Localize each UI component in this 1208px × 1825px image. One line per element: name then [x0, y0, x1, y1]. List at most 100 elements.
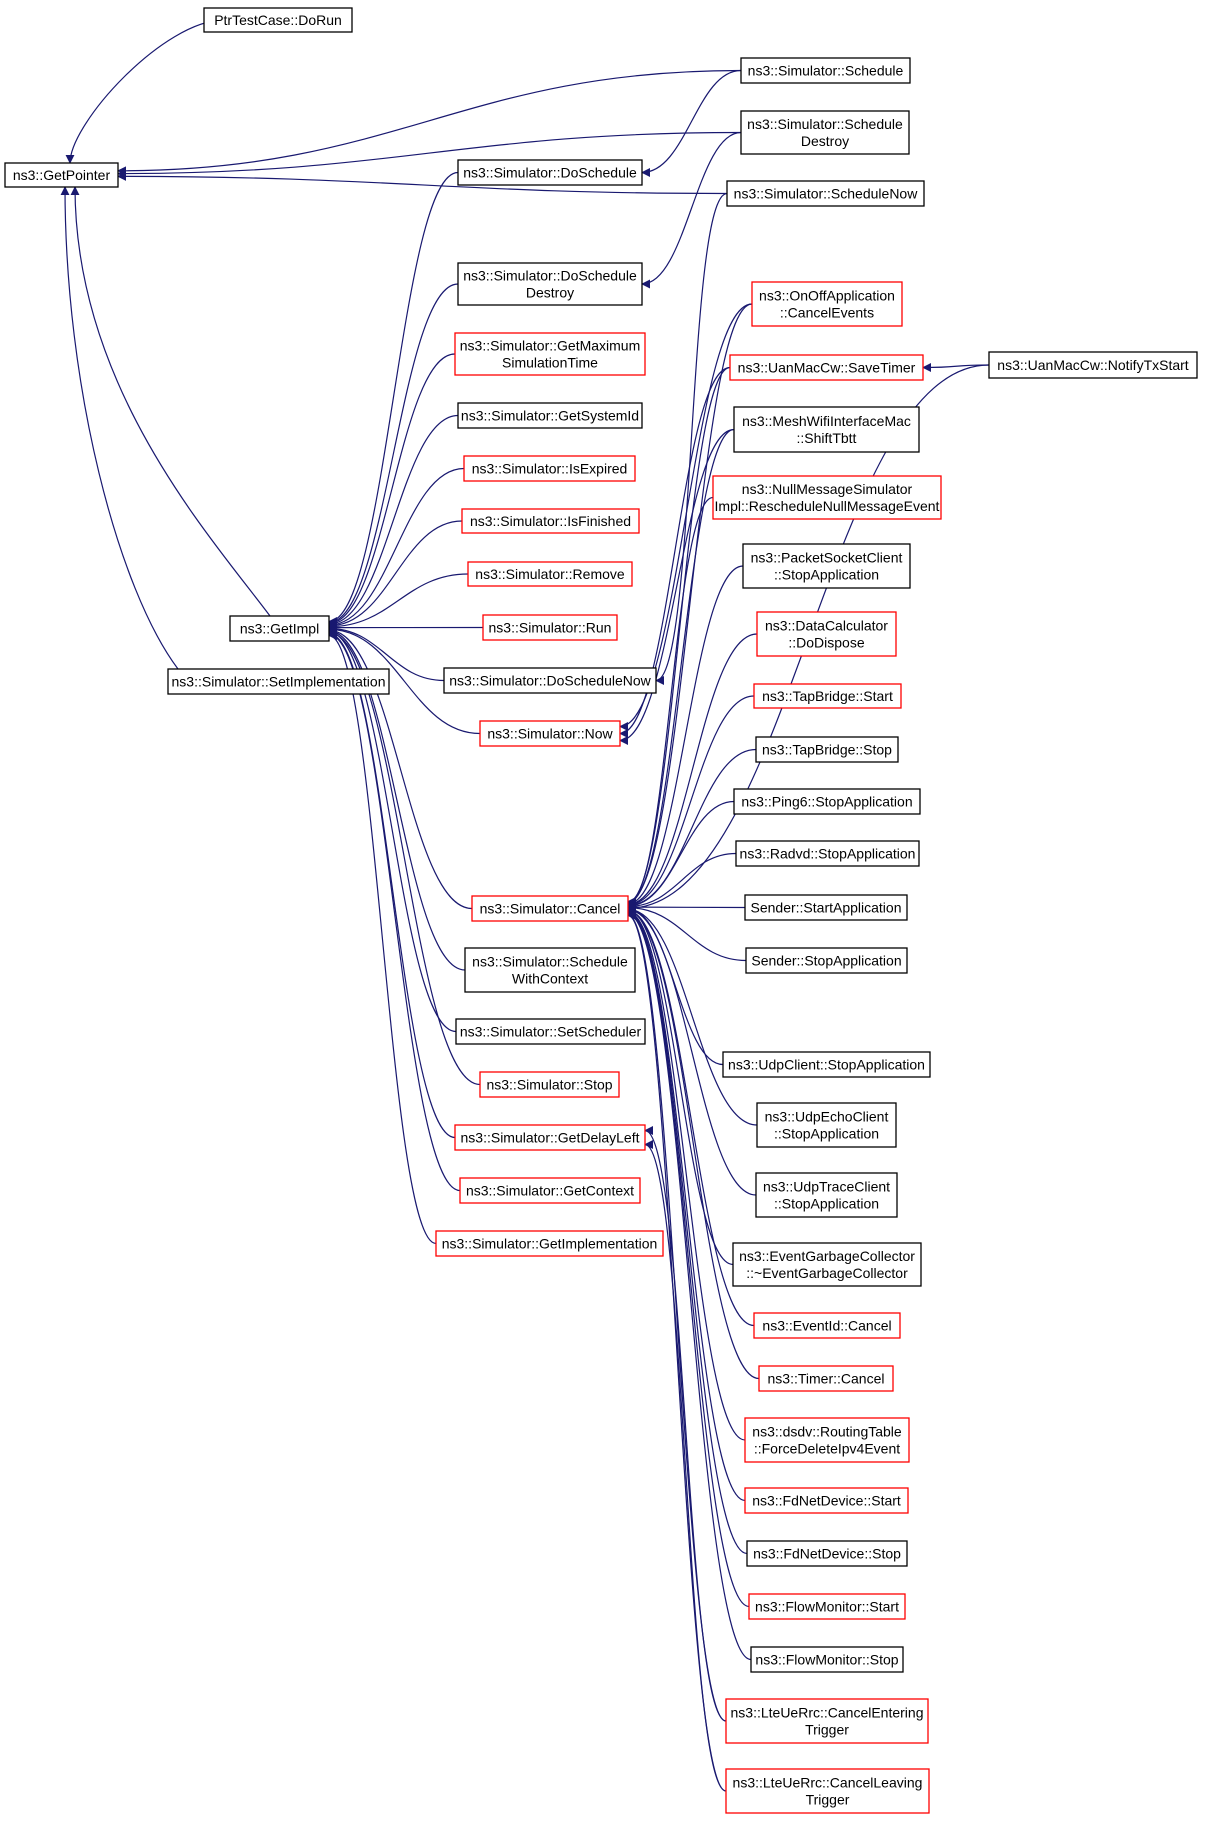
node-uan-notify-tx-start[interactable]: ns3::UanMacCw::NotifyTxStart	[988, 351, 1198, 379]
node-box	[4, 162, 119, 188]
node-null-message-reschedule[interactable]: ns3::NullMessageSimulatorImpl::Reschedul…	[712, 475, 942, 520]
node-label: ns3::Simulator::GetContext	[466, 1183, 634, 1199]
node-uan-save-timer[interactable]: ns3::UanMacCw::SaveTimer	[729, 354, 924, 381]
node-label: Sender::StartApplication	[751, 900, 902, 916]
node-label: ns3::OnOffApplication	[759, 288, 895, 304]
node-event-garbage-collector-dtor[interactable]: ns3::EventGarbageCollector::~EventGarbag…	[732, 1242, 922, 1287]
node-udp-trace-client-stop[interactable]: ns3::UdpTraceClient::StopApplication	[755, 1172, 898, 1218]
node-do-schedule[interactable]: ns3::Simulator::DoSchedule	[457, 159, 643, 186]
node-tap-bridge-stop[interactable]: ns3::TapBridge::Stop	[755, 736, 899, 763]
node-mesh-shift-tbtt[interactable]: ns3::MeshWifiInterfaceMac::ShiftTbtt	[733, 406, 920, 453]
node-udp-echo-client-stop[interactable]: ns3::UdpEchoClient::StopApplication	[756, 1102, 897, 1148]
node-label: ns3::Simulator::GetMaximum	[460, 338, 641, 354]
node-timer-cancel[interactable]: ns3::Timer::Cancel	[758, 1365, 894, 1392]
node-box	[753, 1312, 901, 1339]
node-is-expired[interactable]: ns3::Simulator::IsExpired	[463, 455, 636, 482]
edge-schedule-to-get-pointer	[117, 69, 742, 176]
node-box	[729, 354, 924, 381]
edge-udp-client-stop-to-cancel	[627, 904, 724, 1066]
node-run[interactable]: ns3::Simulator::Run	[482, 614, 618, 641]
node-sender-start[interactable]: Sender::StartApplication	[744, 894, 908, 921]
node-get-context[interactable]: ns3::Simulator::GetContext	[459, 1177, 641, 1204]
node-on-off-cancel-events[interactable]: ns3::OnOffApplication::CancelEvents	[751, 281, 903, 327]
edge-event-garbage-collector-dtor-to-cancel	[627, 906, 734, 1266]
edge-schedule-with-context-to-get-impl	[328, 626, 466, 971]
node-label: ns3::FdNetDevice::Start	[752, 1493, 901, 1509]
node-schedule-now[interactable]: ns3::Simulator::ScheduleNow	[726, 180, 925, 207]
edge-lte-cancel-entering-to-get-delay-left	[644, 1126, 727, 1722]
edge-now-to-get-impl	[328, 624, 481, 735]
node-do-schedule-now[interactable]: ns3::Simulator::DoScheduleNow	[443, 667, 657, 694]
node-radvd-stop[interactable]: ns3::Radvd::StopApplication	[735, 840, 920, 867]
node-box	[203, 7, 353, 33]
node-box	[744, 894, 908, 921]
node-box	[746, 1540, 908, 1567]
node-box	[755, 1172, 898, 1218]
edge-stop-to-get-impl	[328, 628, 481, 1086]
edge-timer-cancel-to-cancel	[627, 907, 760, 1380]
node-box	[229, 615, 330, 642]
node-remove[interactable]: ns3::Simulator::Remove	[467, 561, 633, 587]
node-label: ::CancelEvents	[780, 305, 874, 321]
node-set-implementation[interactable]: ns3::Simulator::SetImplementation	[167, 668, 390, 695]
node-cancel[interactable]: ns3::Simulator::Cancel	[471, 895, 629, 922]
node-stop[interactable]: ns3::Simulator::Stop	[479, 1071, 620, 1098]
node-ptr-test-case-do-run[interactable]: PtrTestCase::DoRun	[203, 7, 353, 33]
node-box	[756, 1102, 897, 1148]
node-ping6-stop[interactable]: ns3::Ping6::StopApplication	[733, 788, 921, 815]
node-box	[457, 159, 643, 186]
node-is-finished[interactable]: ns3::Simulator::IsFinished	[461, 508, 640, 534]
node-label: Destroy	[801, 133, 849, 149]
node-packet-socket-client-stop[interactable]: ns3::PacketSocketClient::StopApplication	[742, 543, 911, 589]
node-label: ns3::Ping6::StopApplication	[741, 794, 912, 810]
node-box	[454, 1124, 646, 1151]
node-get-impl[interactable]: ns3::GetImpl	[229, 615, 330, 642]
node-label: ns3::Simulator::Stop	[486, 1077, 612, 1093]
node-label: ns3::Simulator::Cancel	[480, 901, 621, 917]
node-get-implementation[interactable]: ns3::Simulator::GetImplementation	[435, 1230, 664, 1257]
node-box	[744, 1417, 910, 1463]
node-box	[725, 1768, 930, 1814]
node-now[interactable]: ns3::Simulator::Now	[479, 720, 621, 747]
edge-get-context-to-get-impl	[328, 630, 461, 1192]
node-label: ns3::Simulator::SetScheduler	[460, 1024, 642, 1040]
node-box	[457, 402, 643, 429]
edge-do-schedule-to-get-impl	[328, 171, 459, 626]
node-flow-monitor-start[interactable]: ns3::FlowMonitor::Start	[748, 1593, 906, 1620]
node-set-scheduler[interactable]: ns3::Simulator::SetScheduler	[455, 1018, 646, 1045]
node-get-delay-left[interactable]: ns3::Simulator::GetDelayLeft	[454, 1124, 646, 1151]
node-box	[751, 281, 903, 327]
node-label: ::DoDispose	[788, 635, 864, 651]
node-get-pointer[interactable]: ns3::GetPointer	[4, 162, 119, 188]
node-sender-stop[interactable]: Sender::StopApplication	[745, 947, 908, 974]
node-schedule[interactable]: ns3::Simulator::Schedule	[740, 57, 911, 84]
edge-tap-bridge-start-to-cancel	[627, 695, 755, 910]
node-tap-bridge-start[interactable]: ns3::TapBridge::Start	[753, 683, 902, 709]
node-fd-net-device-start[interactable]: ns3::FdNetDevice::Start	[744, 1487, 909, 1514]
node-get-system-id[interactable]: ns3::Simulator::GetSystemId	[457, 402, 643, 429]
node-flow-monitor-stop[interactable]: ns3::FlowMonitor::Stop	[750, 1646, 904, 1673]
node-label: ns3::DataCalculator	[765, 618, 888, 634]
nodes-layer: ns3::GetPointer PtrTestCase::DoRunns3::Ge…	[4, 7, 1198, 1814]
node-label: ns3::Simulator::DoSchedule	[463, 165, 637, 181]
edge-set-implementation-to-get-pointer	[60, 186, 179, 670]
node-box	[467, 561, 633, 587]
node-box	[733, 788, 921, 815]
edge-remove-to-get-impl	[328, 573, 469, 632]
edge-uan-save-timer-to-now	[619, 366, 731, 738]
edge-on-off-cancel-events-to-cancel	[627, 303, 753, 906]
edge-packet-socket-client-stop-to-cancel	[627, 565, 744, 909]
node-box	[482, 614, 618, 641]
node-event-id-cancel[interactable]: ns3::EventId::Cancel	[753, 1312, 901, 1339]
node-udp-client-stop[interactable]: ns3::UdpClient::StopApplication	[722, 1051, 931, 1078]
node-fd-net-device-stop[interactable]: ns3::FdNetDevice::Stop	[746, 1540, 908, 1567]
node-data-calculator-do-dispose[interactable]: ns3::DataCalculator::DoDispose	[756, 611, 897, 657]
node-dsdv-force-delete[interactable]: ns3::dsdv::RoutingTable::ForceDeleteIpv4…	[744, 1417, 910, 1463]
node-label: ns3::Simulator::Run	[489, 620, 612, 636]
